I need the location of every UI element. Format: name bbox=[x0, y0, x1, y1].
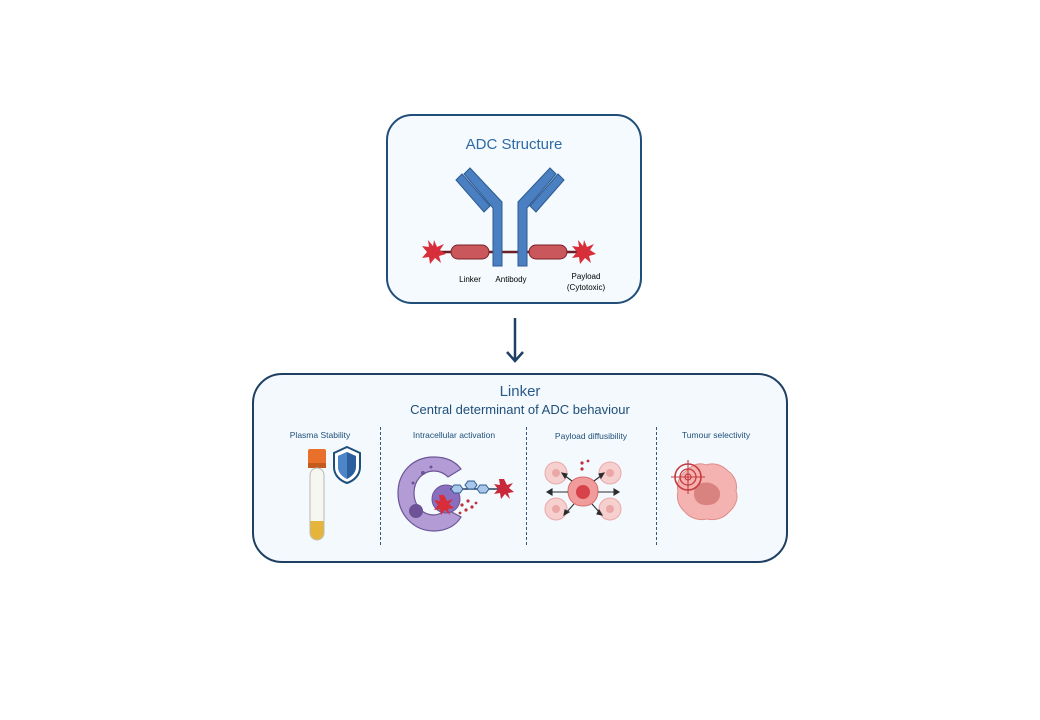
panel-divider bbox=[656, 427, 657, 545]
payload-label: Payload bbox=[571, 272, 601, 281]
crosshair-target-icon bbox=[671, 460, 705, 494]
panel-title-tumour-selectivity: Tumour selectivity bbox=[681, 430, 751, 440]
payload-star-right-icon bbox=[572, 240, 596, 264]
down-arrow-icon bbox=[506, 318, 524, 363]
cell-lysosome-cleavage-icon bbox=[397, 456, 514, 532]
panel-divider bbox=[526, 427, 527, 545]
blood-tube-shield-icon bbox=[308, 445, 361, 541]
antibody-drug-conjugate-illustration bbox=[422, 167, 596, 267]
payload-star-left-icon bbox=[422, 240, 446, 264]
target-tumour-cell-icon bbox=[671, 460, 738, 521]
linker-section-title: Linker bbox=[499, 383, 541, 400]
panel-divider bbox=[380, 427, 381, 545]
adc-structure-title: ADC Structure bbox=[465, 136, 563, 153]
linker-section-box: Linker Central determinant of ADC behavi… bbox=[252, 373, 788, 563]
adc-structure-box: ADC Structure Linker Antibody Payload (C… bbox=[386, 114, 642, 304]
linker-label: Linker bbox=[459, 275, 481, 284]
bystander-diffusion-icon bbox=[544, 459, 622, 521]
antibody-icon bbox=[455, 167, 565, 267]
linker-capsule-left bbox=[450, 244, 490, 260]
linker-section-subtitle: Central determinant of ADC behaviour bbox=[410, 402, 630, 417]
panel-title-plasma-stability: Plasma Stability bbox=[289, 430, 351, 440]
antibody-label: Antibody bbox=[495, 275, 527, 284]
payload-note-label: (Cytotoxic) bbox=[566, 283, 606, 292]
panel-title-payload-diffusibility: Payload diffusibility bbox=[554, 431, 628, 441]
linker-capsule-right bbox=[528, 244, 568, 260]
panel-title-intracellular-activation: Intracellular activation bbox=[412, 430, 496, 440]
